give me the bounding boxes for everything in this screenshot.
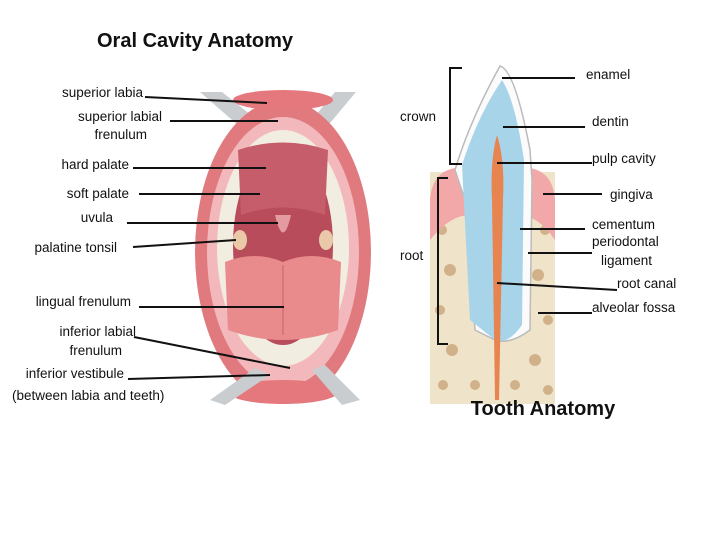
tooth-title: Tooth Anatomy	[471, 398, 616, 420]
label-alveolar-fossa: alveolar fossa	[592, 300, 676, 315]
uvula-shape	[275, 215, 291, 233]
tooth-labels: crown root enamel dentin pulp cavity gin…	[400, 67, 676, 345]
label-uvula: uvula	[81, 210, 114, 225]
hard-palate	[238, 142, 328, 215]
label-enamel: enamel	[586, 67, 630, 82]
tonsil-right	[319, 230, 333, 250]
label-periodontal: periodontal	[592, 234, 659, 249]
root-bracket	[437, 177, 448, 345]
label-superior-labia: superior labia	[62, 85, 144, 100]
label-soft-palate: soft palate	[67, 186, 129, 201]
retractor-bottom-right	[312, 365, 360, 405]
label-inferior-vestibule: inferior vestibule	[26, 366, 124, 381]
leader-line	[496, 282, 618, 291]
label-dentin: dentin	[592, 114, 629, 129]
leader-line	[133, 336, 291, 369]
bone-texture	[435, 225, 553, 395]
label-crown: crown	[400, 109, 436, 124]
leader-line	[132, 239, 237, 248]
tooth-illustration	[430, 65, 555, 404]
leader-line	[144, 96, 268, 104]
label-lingual-frenulum: lingual frenulum	[36, 294, 131, 309]
pulp-shape	[491, 135, 504, 400]
label-inferior-vestibule-note: (between labia and teeth)	[12, 388, 164, 403]
label-root: root	[400, 248, 424, 263]
label-pulp-cavity: pulp cavity	[592, 151, 656, 166]
label-cementum: cementum	[592, 217, 655, 232]
label-inferior-frenulum: frenulum	[69, 343, 122, 358]
leader-line	[127, 374, 271, 380]
label-palatine-tonsil: palatine tonsil	[34, 240, 117, 255]
label-hard-palate: hard palate	[61, 157, 129, 172]
label-gingiva: gingiva	[610, 187, 653, 202]
lower-lip	[228, 380, 338, 404]
mouth-illustration	[195, 90, 371, 405]
label-inferior-labial: inferior labial	[59, 324, 136, 339]
upper-lip	[233, 90, 333, 110]
label-superior-labial: superior labial	[78, 109, 162, 124]
retractor-bottom-left	[210, 368, 270, 405]
crown-bracket	[449, 67, 462, 165]
label-root-canal: root canal	[617, 276, 676, 291]
oral-title: Oral Cavity Anatomy	[97, 30, 294, 52]
oral-labels: superior labia superior labial frenulum …	[12, 85, 291, 403]
label-ligament: ligament	[601, 253, 652, 268]
tonsil-left	[233, 230, 247, 250]
label-superior-frenulum: frenulum	[94, 127, 147, 142]
